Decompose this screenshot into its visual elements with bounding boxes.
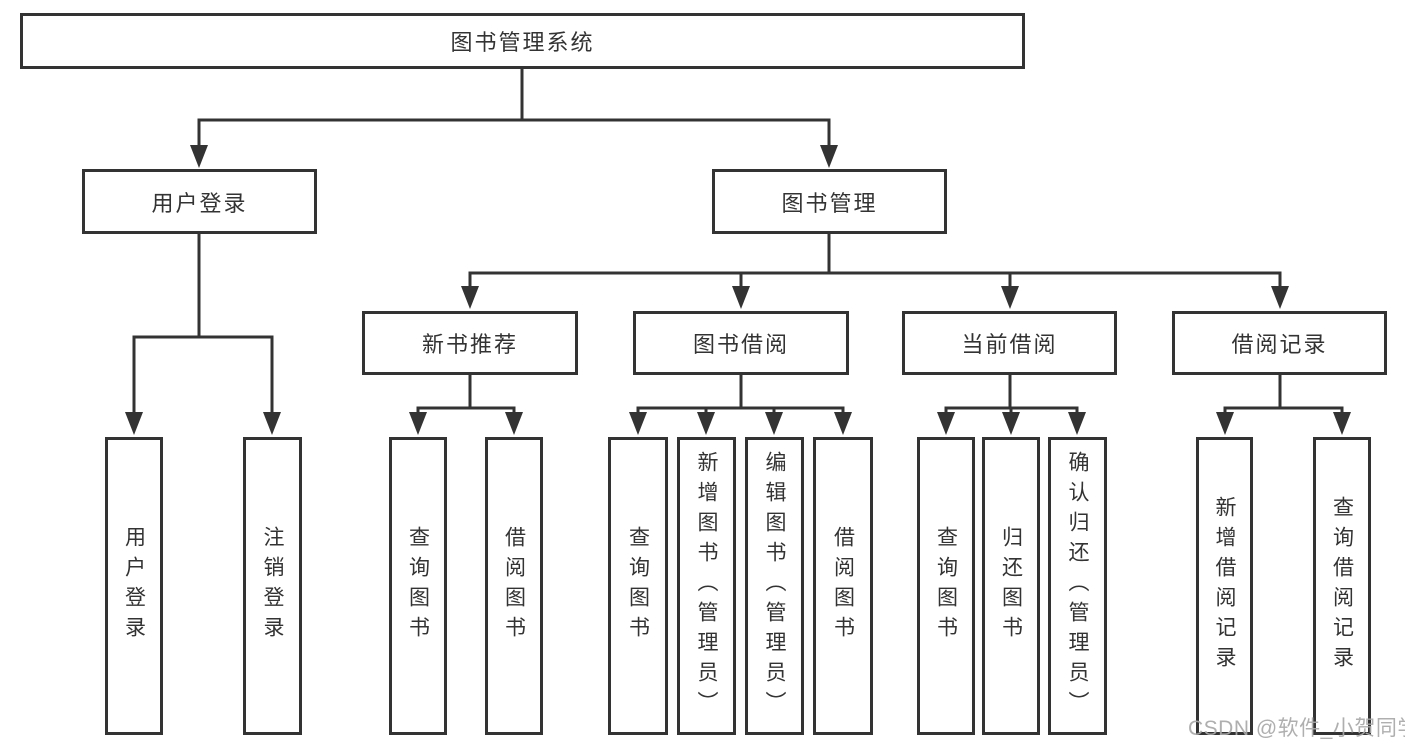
leaf-borrow-books-under-book-borrowing: 借阅图书	[813, 437, 873, 735]
leaf-return-book-label: 归还图书	[999, 526, 1023, 646]
leaf-add-book-admin: 新增图书（管理员）	[677, 437, 736, 735]
leaf-user-login: 用户登录	[105, 437, 163, 735]
leaf-query-books-under-new-book: 查询图书	[389, 437, 447, 735]
leaf-borrow-books-label: 借阅图书	[502, 526, 526, 646]
node-library-management-system: 图书管理系统	[20, 13, 1025, 69]
node-user-login: 用户登录	[82, 169, 317, 234]
leaf-confirm-return-admin: 确认归还（管理员）	[1048, 437, 1107, 735]
node-book-borrowing: 图书借阅	[633, 311, 849, 375]
leaf-query-borrow-record-label: 查询借阅记录	[1330, 496, 1354, 676]
leaf-query-books-under-current-borrowing: 查询图书	[917, 437, 975, 735]
leaf-edit-book-admin-label: 编辑图书（管理员）	[763, 451, 786, 721]
leaf-borrow-books-under-new-book: 借阅图书	[485, 437, 543, 735]
leaf-return-book: 归还图书	[982, 437, 1040, 735]
leaf-edit-book-admin: 编辑图书（管理员）	[745, 437, 804, 735]
node-current-borrowing: 当前借阅	[902, 311, 1117, 375]
leaf-query-books-label: 查询图书	[934, 526, 958, 646]
leaf-confirm-return-admin-label: 确认归还（管理员）	[1066, 451, 1089, 721]
node-new-book-recommendation: 新书推荐	[362, 311, 578, 375]
leaf-query-books-under-book-borrowing: 查询图书	[608, 437, 668, 735]
leaf-add-borrow-record: 新增借阅记录	[1196, 437, 1253, 735]
leaf-query-borrow-record: 查询借阅记录	[1313, 437, 1371, 735]
leaf-logout: 注销登录	[243, 437, 302, 735]
leaf-borrow-books-label: 借阅图书	[831, 526, 855, 646]
csdn-watermark: CSDN @软件_小贺同学	[1188, 717, 1405, 740]
leaf-add-book-admin-label: 新增图书（管理员）	[695, 451, 718, 721]
node-borrowing-records: 借阅记录	[1172, 311, 1387, 375]
leaf-query-books-label: 查询图书	[626, 526, 650, 646]
leaf-query-books-label: 查询图书	[406, 526, 430, 646]
leaf-logout-label: 注销登录	[261, 526, 284, 646]
node-book-management: 图书管理	[712, 169, 947, 234]
leaf-add-borrow-record-label: 新增借阅记录	[1213, 496, 1236, 676]
leaf-user-login-label: 用户登录	[122, 526, 146, 646]
